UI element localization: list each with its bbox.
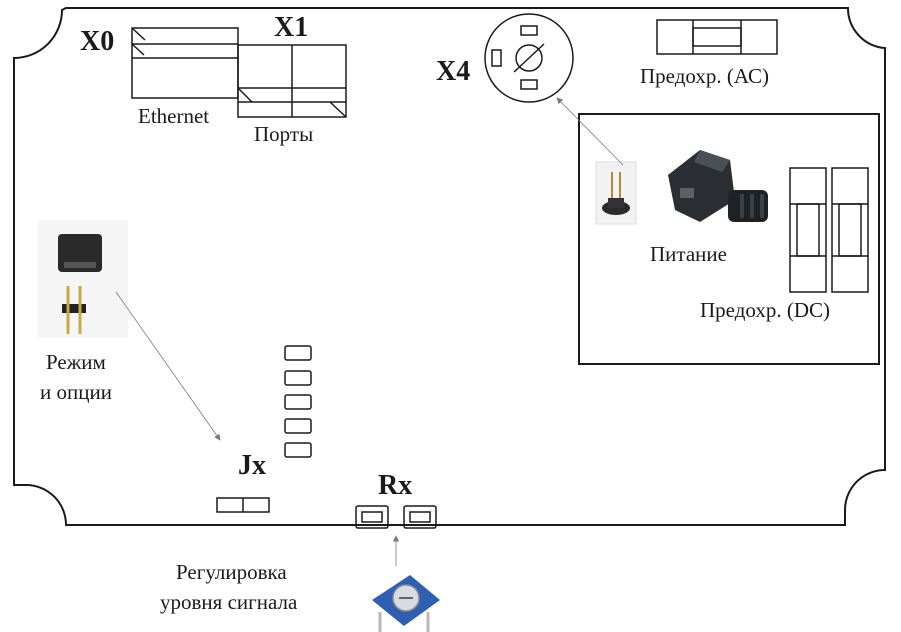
mode-label-line1: Режим [46, 350, 106, 374]
jx-label: Jx [238, 450, 266, 481]
x4-label: X4 [436, 56, 471, 87]
x0-label: X0 [80, 26, 115, 57]
rx-pads [355, 505, 437, 529]
rx-label: Rx [378, 470, 413, 501]
fuse-dc [789, 167, 869, 293]
fuse-ac [656, 19, 778, 55]
ports-label: Порты [254, 122, 314, 146]
x1-label: X1 [274, 12, 309, 43]
ethernet-label: Ethernet [138, 104, 210, 128]
x0-connector [131, 27, 239, 99]
fuse-ac-label: Предохр. (АС) [640, 64, 769, 88]
jumper-icon [38, 220, 128, 338]
fuse-dc-label: Предохр. (DC) [700, 298, 831, 322]
x1-connector [237, 44, 347, 118]
board-outline [13, 7, 886, 526]
trimmer-icon [358, 565, 440, 632]
mode-label-line2: и опции [40, 380, 112, 404]
power-label: Питание [650, 242, 727, 266]
signal-label-line1: Регулировка [176, 560, 287, 584]
power-compartment [578, 113, 880, 365]
jx-pads [216, 345, 312, 513]
arrow-socket-to-x4 [556, 97, 624, 166]
socket-icon [595, 161, 637, 225]
signal-label-line2: уровня сигнала [160, 590, 298, 614]
x4-socket [484, 13, 574, 103]
arrow-jumper-to-jx [115, 291, 221, 441]
power-plug-icon [658, 136, 778, 236]
